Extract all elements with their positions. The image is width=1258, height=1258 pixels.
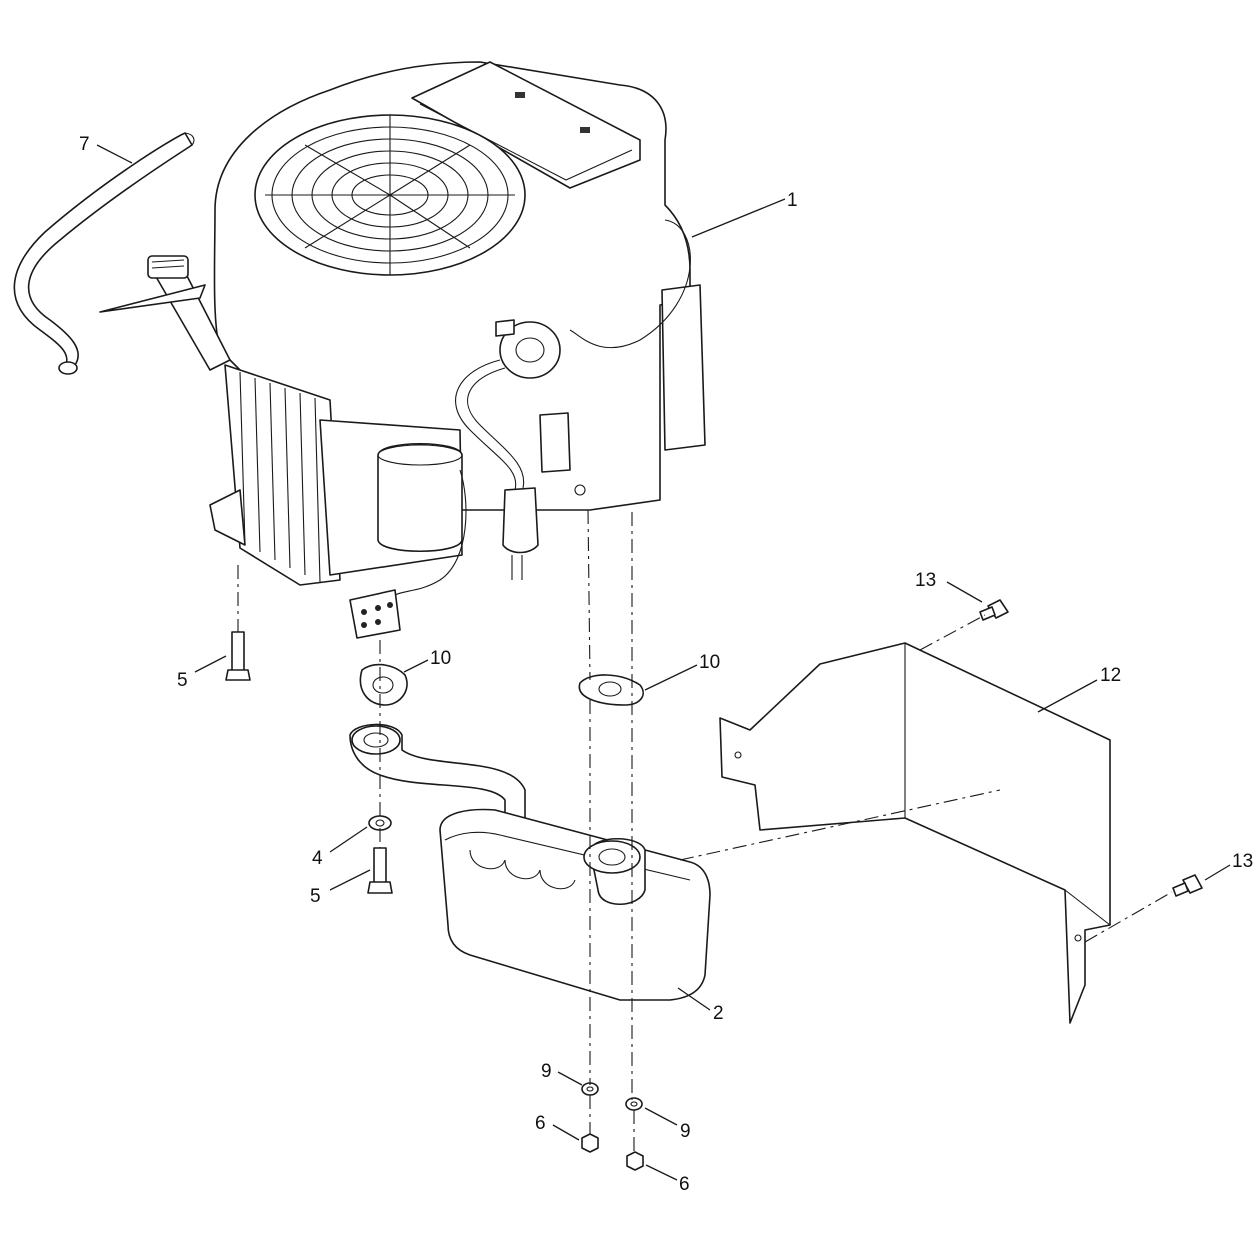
exhaust-port-block <box>349 589 401 639</box>
callout-5-upper: 5 <box>177 670 188 691</box>
callout-labels: 7 1 13 12 13 5 10 10 4 5 2 9 9 6 6 <box>79 134 1253 1195</box>
callout-12: 12 <box>1100 665 1121 686</box>
bolt-13-lower <box>1172 874 1203 897</box>
muffler <box>349 723 711 1001</box>
breather-hose <box>13 132 195 375</box>
callout-9-right: 9 <box>680 1121 691 1142</box>
callout-4: 4 <box>312 848 323 869</box>
callout-2: 2 <box>713 1003 724 1024</box>
bolt-upper <box>225 631 251 681</box>
fuel-pump <box>495 319 561 379</box>
cooling-fan-screen <box>254 114 526 276</box>
callout-1: 1 <box>787 190 798 211</box>
callout-9-left: 9 <box>541 1061 552 1082</box>
callout-13-upper: 13 <box>915 570 936 591</box>
callout-6-right: 6 <box>679 1174 690 1195</box>
bolt-lower <box>367 847 393 894</box>
engine <box>99 61 706 639</box>
callout-7: 7 <box>79 134 90 155</box>
assembly-lines <box>237 509 1173 1152</box>
washer-9-right <box>625 1097 643 1111</box>
gasket-right <box>578 674 644 706</box>
cover-marking-icon <box>515 92 590 133</box>
washer <box>368 815 392 831</box>
gasket-left <box>359 663 408 706</box>
callout-10-left: 10 <box>430 648 451 669</box>
callout-10-right: 10 <box>699 652 720 673</box>
bolt-13-upper <box>979 599 1009 621</box>
nut-6-right <box>626 1151 644 1171</box>
starter-motor <box>377 443 463 552</box>
callout-13-lower: 13 <box>1232 851 1253 872</box>
callout-6-left: 6 <box>535 1113 546 1134</box>
cylinder-fins <box>209 364 341 586</box>
nut-6-left <box>581 1133 599 1153</box>
leader-lines <box>96 144 1231 1181</box>
heat-shield <box>719 642 1111 1024</box>
oil-fill-tube <box>99 255 231 371</box>
fuel-filter <box>502 487 539 580</box>
callout-5-lower: 5 <box>310 886 321 907</box>
